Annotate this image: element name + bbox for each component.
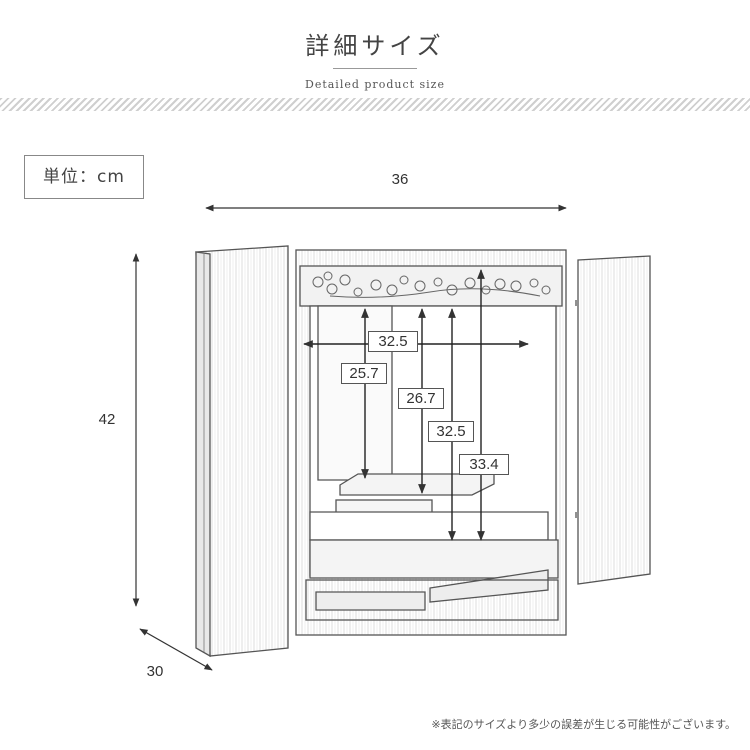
inner-width-label: 32.5 — [368, 331, 418, 352]
drawer-left — [315, 591, 426, 611]
drawer-base — [305, 579, 559, 621]
right-door — [575, 255, 651, 585]
footnote: ※表記のサイズより多少の誤差が生じる可能性がございます。 — [431, 718, 736, 731]
page-subtitle: Detailed product size — [305, 78, 445, 91]
upper-shelf — [339, 473, 495, 496]
hatched-divider — [0, 98, 750, 111]
page-title: 詳細サイズ — [305, 32, 445, 60]
flower-carving — [312, 271, 551, 298]
unit-label: 単位：cm — [24, 155, 144, 199]
depth-label: 30 — [146, 663, 164, 680]
height-label: 42 — [98, 411, 116, 428]
title-divider — [333, 68, 417, 69]
width-label: 36 — [391, 171, 409, 188]
cabinet-body — [295, 249, 567, 636]
left-door — [195, 245, 289, 658]
drawer-right — [429, 569, 549, 603]
lower-platform — [309, 539, 559, 579]
inner-height-label-3: 32.5 — [428, 421, 474, 442]
inner-height-label-4: 33.4 — [459, 454, 509, 475]
depth-arrow — [139, 628, 213, 671]
inner-height-label-1: 25.7 — [341, 363, 387, 384]
inner-height-label-2: 26.7 — [398, 388, 444, 409]
crown-panel — [299, 265, 563, 307]
lower-step — [309, 511, 549, 541]
outer-dimension-arrows — [132, 204, 567, 671]
